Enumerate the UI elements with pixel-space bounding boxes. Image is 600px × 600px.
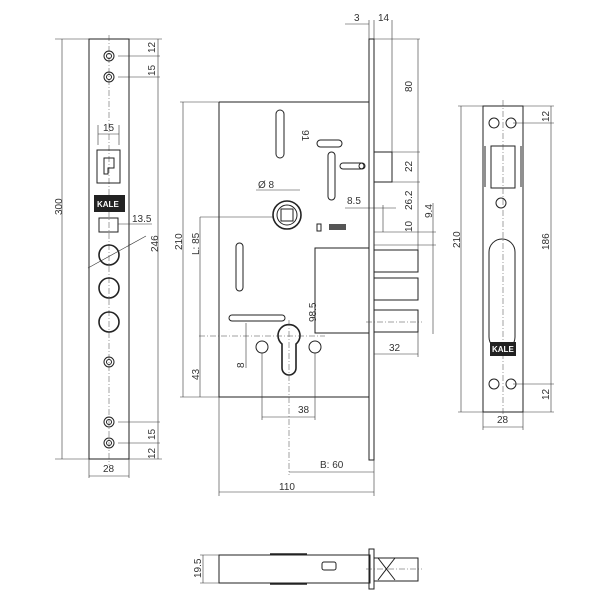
svg-text:186: 186 xyxy=(541,233,552,250)
svg-text:12: 12 xyxy=(147,447,158,459)
kale-logo: KALE xyxy=(94,195,125,212)
svg-text:10: 10 xyxy=(404,220,415,232)
cylinder-hole xyxy=(98,311,120,333)
svg-text:43: 43 xyxy=(191,368,202,380)
follower-hub xyxy=(272,200,302,230)
svg-text:28: 28 xyxy=(103,464,115,475)
left-faceplate: KALE 300 12 15 15 13.5 246 15 12 28 xyxy=(54,35,162,478)
strike-plate: KALE 210 186 12 12 28 xyxy=(452,100,554,430)
svg-text:12: 12 xyxy=(147,41,158,53)
svg-text:210: 210 xyxy=(174,233,185,250)
svg-text:14: 14 xyxy=(378,13,390,24)
svg-text:Ø 8: Ø 8 xyxy=(258,180,275,191)
svg-text:98.5: 98.5 xyxy=(308,302,319,322)
svg-text:15: 15 xyxy=(147,428,158,440)
svg-text:KALE: KALE xyxy=(97,200,119,209)
svg-text:L: 85: L: 85 xyxy=(191,232,202,255)
svg-text:13.5: 13.5 xyxy=(132,214,152,225)
screw-hole-icon xyxy=(103,71,115,83)
svg-text:12: 12 xyxy=(541,110,552,122)
svg-text:19.5: 19.5 xyxy=(193,558,204,578)
svg-text:15: 15 xyxy=(103,123,115,134)
cylinder-hole xyxy=(98,244,120,266)
latch xyxy=(373,151,393,183)
svg-text:9.4: 9.4 xyxy=(424,204,435,218)
svg-text:8.5: 8.5 xyxy=(347,196,361,207)
svg-text:22: 22 xyxy=(404,160,415,172)
faceplate-side xyxy=(368,38,375,461)
svg-text:38: 38 xyxy=(298,405,310,416)
svg-text:28: 28 xyxy=(497,415,509,426)
svg-text:300: 300 xyxy=(54,198,65,215)
screw-hole-icon xyxy=(103,356,115,368)
bottom-view: 19.5 xyxy=(193,548,422,590)
svg-text:91: 91 xyxy=(299,130,310,142)
svg-text:12: 12 xyxy=(541,388,552,400)
svg-text:210: 210 xyxy=(452,231,463,248)
kale-logo: KALE xyxy=(490,342,516,356)
svg-text:26.2: 26.2 xyxy=(404,190,415,210)
slot xyxy=(275,109,285,159)
svg-text:KALE: KALE xyxy=(492,345,514,354)
deadbolts xyxy=(366,249,422,333)
latch-opening xyxy=(96,149,121,184)
deadbolt-opening xyxy=(98,217,119,233)
svg-text:110: 110 xyxy=(279,482,295,493)
svg-text:80: 80 xyxy=(404,80,415,92)
svg-text:8: 8 xyxy=(236,362,247,368)
svg-text:B: 60: B: 60 xyxy=(320,460,344,471)
svg-text:3: 3 xyxy=(354,13,360,24)
svg-text:32: 32 xyxy=(389,343,401,354)
svg-text:15: 15 xyxy=(147,64,158,76)
screw-hole-icon xyxy=(103,416,115,428)
lock-body: 210 L: 85 Ø 8 91 3 14 80 22 26.2 8.5 9.4… xyxy=(174,13,436,496)
svg-text:246: 246 xyxy=(150,235,161,252)
cylinder-hole xyxy=(98,277,120,299)
screw-hole-icon xyxy=(103,50,115,62)
screw-hole-icon xyxy=(103,437,115,449)
cylinder-keyhole xyxy=(277,320,301,475)
